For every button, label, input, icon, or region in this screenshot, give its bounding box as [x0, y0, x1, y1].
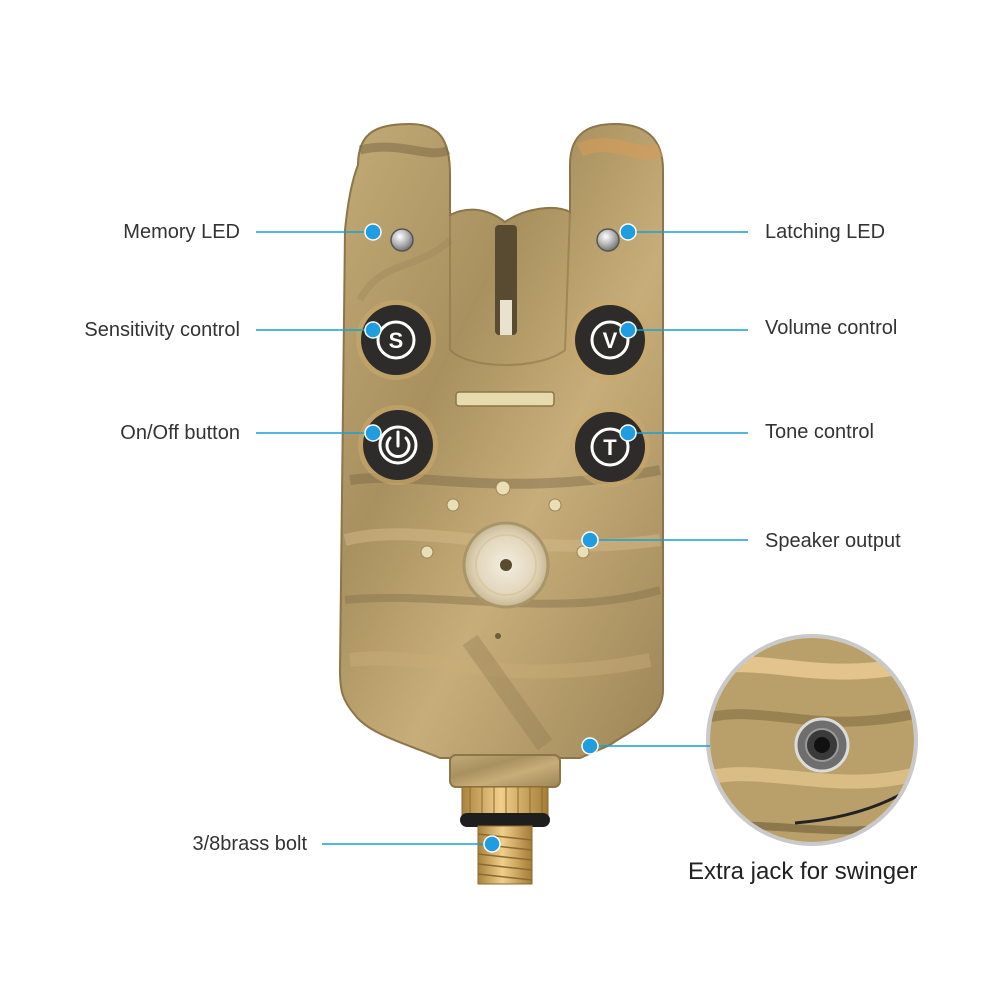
- marker-on-off: [364, 424, 382, 442]
- marker-memory-led: [364, 223, 382, 241]
- speaker-lens: [462, 521, 550, 609]
- sensitivity-button-letter: S: [389, 328, 404, 353]
- mount-stem: [449, 754, 561, 827]
- marker-tone: [619, 424, 637, 442]
- marker-bolt: [483, 835, 501, 853]
- on-off-button[interactable]: [358, 405, 438, 485]
- marker-speaker: [581, 531, 599, 549]
- leader-lines: [256, 231, 748, 845]
- tone-button-letter: T: [603, 435, 617, 460]
- callout-tone-control: Tone control: [765, 421, 874, 443]
- latching-led: [596, 228, 620, 252]
- callout-extra-jack: Extra jack for swinger: [688, 858, 918, 885]
- power-icon: [378, 425, 418, 465]
- callout-memory-led: Memory LED: [123, 221, 240, 243]
- memory-led: [390, 228, 414, 252]
- jack-zoom-view: [706, 634, 918, 846]
- sensitivity-button[interactable]: S: [356, 300, 436, 380]
- marker-volume: [619, 321, 637, 339]
- marker-jack: [581, 737, 599, 755]
- tone-button[interactable]: T: [570, 407, 650, 487]
- volume-button[interactable]: V: [570, 300, 650, 380]
- callout-volume-control: Volume control: [765, 317, 898, 339]
- marker-dots: [364, 223, 637, 853]
- callout-brass-bolt: 3/8brass bolt: [192, 833, 307, 855]
- callout-latching-led: Latching LED: [765, 221, 886, 243]
- marker-latching-led: [619, 223, 637, 241]
- volume-button-letter: V: [603, 328, 618, 353]
- callout-speaker-output: Speaker output: [765, 530, 901, 552]
- callout-sensitivity-control: Sensitivity control: [84, 319, 240, 341]
- callout-on-off-button: On/Off button: [120, 422, 240, 444]
- brass-bolt: [477, 825, 533, 885]
- marker-sensitivity: [364, 321, 382, 339]
